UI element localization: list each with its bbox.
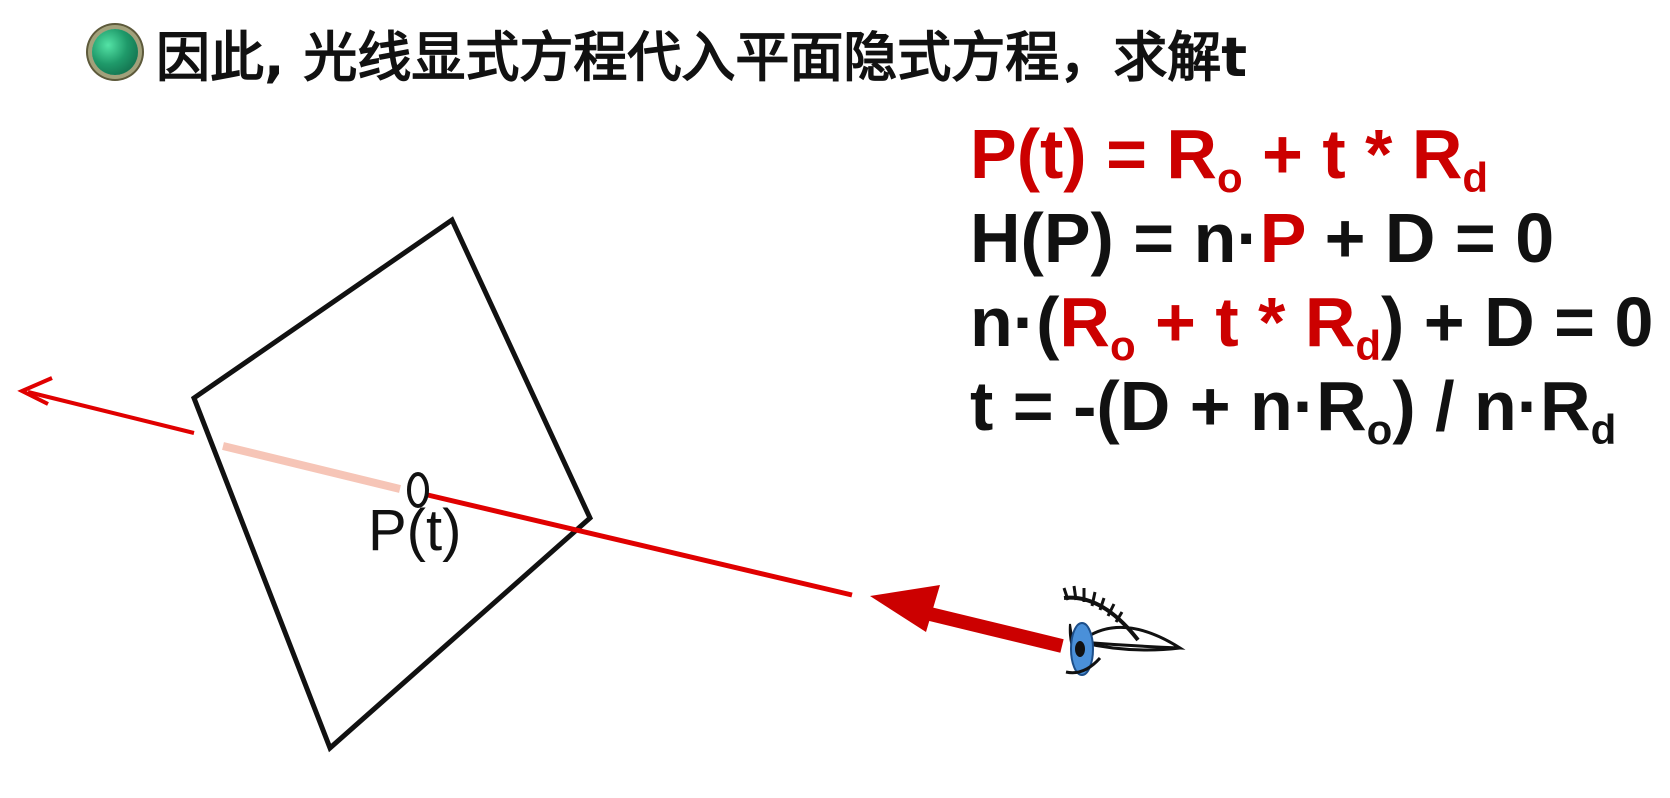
equation-part: ) / n·R [1392,367,1591,445]
equation-part: H(P) = n· [970,199,1260,277]
equation-subscript: o [1366,406,1393,453]
equation-part: R [1059,283,1110,361]
equation-subscript: o [1216,154,1243,201]
equation-part: + t * R [1242,115,1463,193]
equation-part: t = -(D + n·R [970,367,1367,445]
equation-subscript: d [1355,322,1382,369]
equation-subscript: o [1109,322,1136,369]
equation-subscript: d [1590,406,1617,453]
ray-arrowhead [17,376,53,406]
equation-part: + D = 0 [1305,199,1555,277]
equation-part: P [1259,199,1306,277]
ray-segment-visible [414,489,853,598]
bullet-line: 因此, 光线显式方程代入平面隐式方程，求解t [92,14,1247,90]
equation-part: P(t) = R [970,115,1217,193]
bullet-icon [92,29,138,75]
equation-subscript: d [1462,154,1489,201]
plane-polygon [190,216,594,753]
equation-2: H(P) = n·P + D = 0 [970,196,1650,280]
ray-segment-occluded [222,442,401,493]
equation-3: n·(Ro + t * Rd) + D = 0 [970,280,1654,367]
view-direction-arrow-shaft [928,607,1064,653]
equation-part: ) + D = 0 [1381,283,1654,361]
equation-1: P(t) = Ro + t * Rd [970,112,1650,199]
equation-4: t = -(D + n·Ro) / n·Rd [970,364,1650,451]
ray-segment-behind [27,390,195,435]
bullet-text: 因此, 光线显式方程代入平面隐式方程，求解t [156,25,1248,89]
view-direction-arrowhead [870,585,940,632]
intersection-label: P(t) [368,498,462,563]
equation-part: n·( [970,283,1060,361]
equations-block: P(t) = Ro + t * Rd H(P) = n·P + D = 0 n·… [970,112,1654,451]
equation-part: + t * R [1135,283,1356,361]
eye-icon [1062,585,1186,676]
